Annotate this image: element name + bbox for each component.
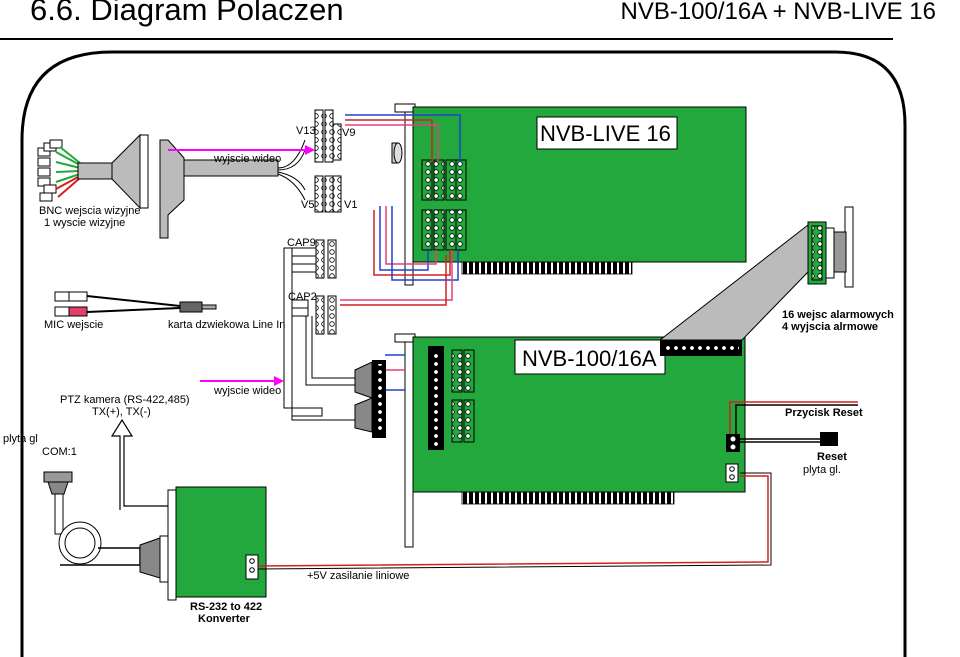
ptz-arrow	[110, 418, 172, 510]
alarm-label-line1: 16 wejsc alarmowych	[782, 309, 894, 321]
v13-label: V13	[296, 125, 316, 137]
sound-card-label: karta dzwiekowa Line In	[168, 319, 285, 331]
bnc-fan-cable	[37, 133, 306, 239]
nvb-live-card	[394, 103, 747, 286]
video-out-bottom-label: wyjscie wideo	[213, 385, 281, 397]
v9-label: V9	[342, 127, 355, 139]
power-label: +5V zasilanie liniowe	[307, 570, 409, 582]
inter-card-cables	[340, 114, 461, 391]
cap2-label: CAP2	[288, 291, 317, 303]
mic-in-label: MIC wejscie	[44, 319, 103, 331]
v-connectors	[314, 109, 403, 213]
reset-connector	[820, 432, 838, 446]
video-out-top-label: wyjscie wideo	[213, 153, 281, 165]
com-label-line2: COM:1	[42, 446, 77, 458]
nvb-main-card	[394, 333, 746, 548]
reset-wires	[729, 401, 858, 443]
v5-label: V5	[301, 199, 314, 211]
diagram-frame	[20, 50, 907, 657]
ptz-label-line1: PTZ kamera (RS-422,485)	[60, 394, 190, 406]
power-cable	[257, 475, 769, 567]
serial-cable	[43, 471, 171, 583]
com-label-line1: plyta gl	[3, 433, 38, 445]
alarm-ribbon	[658, 206, 854, 356]
converter-label-line2: Konverter	[198, 613, 251, 625]
cap-cable	[283, 239, 386, 438]
page-subtitle: NVB-100/16A + NVB-LIVE 16	[620, 0, 936, 25]
page-title: 6.6. Diagram Polaczen	[30, 0, 344, 27]
bnc-label-line2: 1 wyscie wizyjne	[44, 217, 125, 229]
converter-card	[167, 486, 267, 601]
v1-label: V1	[344, 199, 357, 211]
bnc-label-line1: BNC wejscia wizyjne	[39, 205, 140, 217]
cap9-label: CAP9	[287, 237, 316, 249]
audio-cable	[54, 291, 217, 317]
reset-label-line2: plyta gl.	[803, 464, 841, 476]
nvb-live-card-label: NVB-LIVE 16	[540, 121, 671, 146]
alarm-label-line2: 4 wyjscia alrmowe	[782, 321, 878, 333]
reset-label-line1: Reset	[817, 451, 847, 463]
ptz-label-line2: TX(+), TX(-)	[92, 406, 151, 418]
converter-label-line1: RS-232 to 422	[190, 601, 262, 613]
nvb-main-card-label: NVB-100/16A	[522, 346, 657, 371]
title-divider	[0, 38, 893, 40]
reset-button-label: Przycisk Reset	[785, 407, 863, 419]
